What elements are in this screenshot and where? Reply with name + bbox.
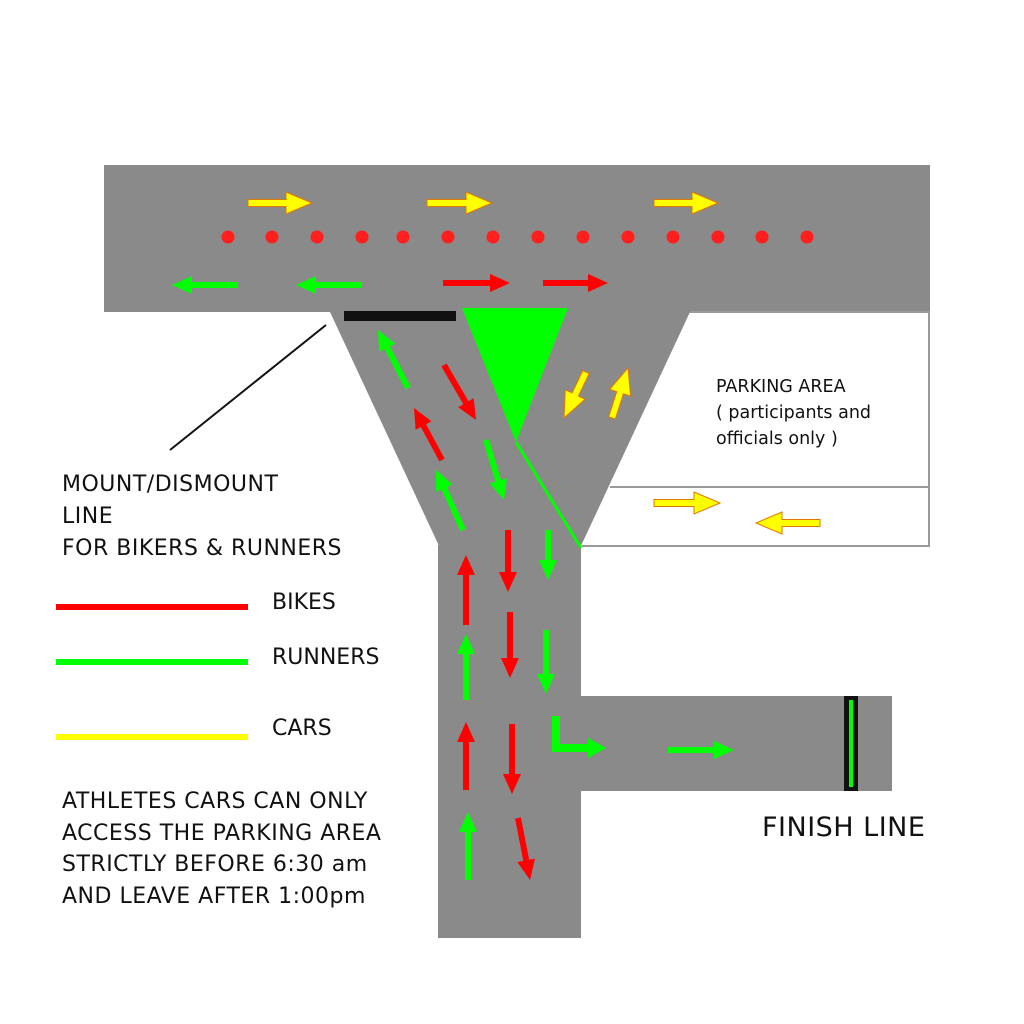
- runner-arrow-icon: [296, 276, 362, 294]
- bike-arrow-icon: [501, 612, 519, 678]
- runner-arrow-icon: [378, 330, 411, 390]
- finish-line-green: [849, 700, 853, 787]
- runner-arrow-icon: [539, 530, 557, 580]
- bike-arrow-icon: [515, 817, 535, 880]
- route-dot: [310, 230, 324, 244]
- parking-access-note: ATHLETES CARS CAN ONLY ACCESS THE PARKIN…: [62, 786, 381, 912]
- runner-arrow-icon: [483, 439, 507, 500]
- parking-area: [582, 311, 930, 547]
- runner-arrow-icon: [668, 741, 734, 759]
- car-arrow-icon: [608, 366, 632, 420]
- note-line: STRICTLY BEFORE 6:30 am: [62, 852, 368, 877]
- mount-label-line: FOR BIKERS & RUNNERS: [62, 536, 343, 561]
- car-arrow-icon: [754, 511, 821, 535]
- legend-runners-line: [56, 659, 248, 665]
- route-dot: [621, 230, 635, 244]
- runner-arrow-icon: [457, 634, 475, 700]
- car-arrow-icon: [563, 369, 590, 420]
- bike-arrow-icon: [543, 274, 608, 292]
- car-arrow-icon: [653, 191, 720, 215]
- runner-separator-line: [514, 441, 583, 549]
- route-dot: [265, 230, 279, 244]
- top-road: [104, 165, 930, 312]
- traffic-arrows: [172, 191, 821, 880]
- mount-callout-pointer: [169, 324, 327, 451]
- parking-area-label: PARKING AREA ( participants and official…: [716, 374, 871, 452]
- legend-runners-label: RUNNERS: [272, 645, 380, 670]
- bike-arrow-icon: [441, 363, 476, 420]
- route-dot: [755, 230, 769, 244]
- note-line: ATHLETES CARS CAN ONLY: [62, 789, 368, 814]
- bike-arrow-icon: [457, 555, 475, 625]
- route-dot: [666, 230, 680, 244]
- mount-label-line: LINE: [62, 504, 114, 529]
- runner-arrow-icon: [537, 630, 555, 694]
- route-dot: [486, 230, 500, 244]
- note-line: ACCESS THE PARKING AREA: [62, 820, 382, 846]
- bike-arrow-icon: [499, 530, 517, 592]
- mount-dismount-label: MOUNT/DISMOUNT LINE FOR BIKERS & RUNNERS: [62, 469, 342, 565]
- car-arrow-icon: [426, 191, 494, 215]
- finish-line-label: FINISH LINE: [762, 812, 926, 843]
- route-dot: [221, 230, 235, 244]
- parking-label-line: ( participants and: [716, 403, 872, 423]
- legend-cars-line: [56, 734, 248, 740]
- route-dot: [441, 230, 455, 244]
- center-dots: [221, 230, 814, 244]
- route-dot: [711, 230, 725, 244]
- bike-arrow-icon: [414, 408, 445, 462]
- legend-bikes-label: BIKES: [272, 590, 336, 615]
- legend-bikes-line: [56, 604, 248, 610]
- bike-arrow-icon: [503, 724, 521, 794]
- runner-arrow-icon: [459, 812, 477, 880]
- note-line: AND LEAVE AFTER 1:00pm: [62, 883, 366, 909]
- turn-arrow-icon: [552, 716, 606, 758]
- route-dot: [396, 230, 410, 244]
- runner-arrow-icon: [172, 276, 238, 294]
- finish-road: [580, 696, 892, 791]
- route-dot: [355, 230, 369, 244]
- y-junction-road: [330, 312, 690, 548]
- parking-label-line: officials only ): [716, 429, 838, 449]
- route-dot: [576, 230, 590, 244]
- runner-arrow-icon: [436, 470, 466, 532]
- legend-cars-label: CARS: [272, 716, 332, 741]
- bike-arrow-icon: [443, 274, 510, 292]
- runner-zone-triangle: [462, 308, 568, 442]
- route-dot: [531, 230, 545, 244]
- parking-label-line: PARKING AREA: [716, 377, 846, 397]
- mount-label-line: MOUNT/DISMOUNT: [62, 472, 279, 497]
- car-arrow-icon: [247, 191, 314, 215]
- mount-dismount-line: [344, 311, 456, 321]
- bike-arrow-icon: [457, 722, 475, 790]
- route-dot: [800, 230, 814, 244]
- car-arrow-icon: [653, 491, 722, 515]
